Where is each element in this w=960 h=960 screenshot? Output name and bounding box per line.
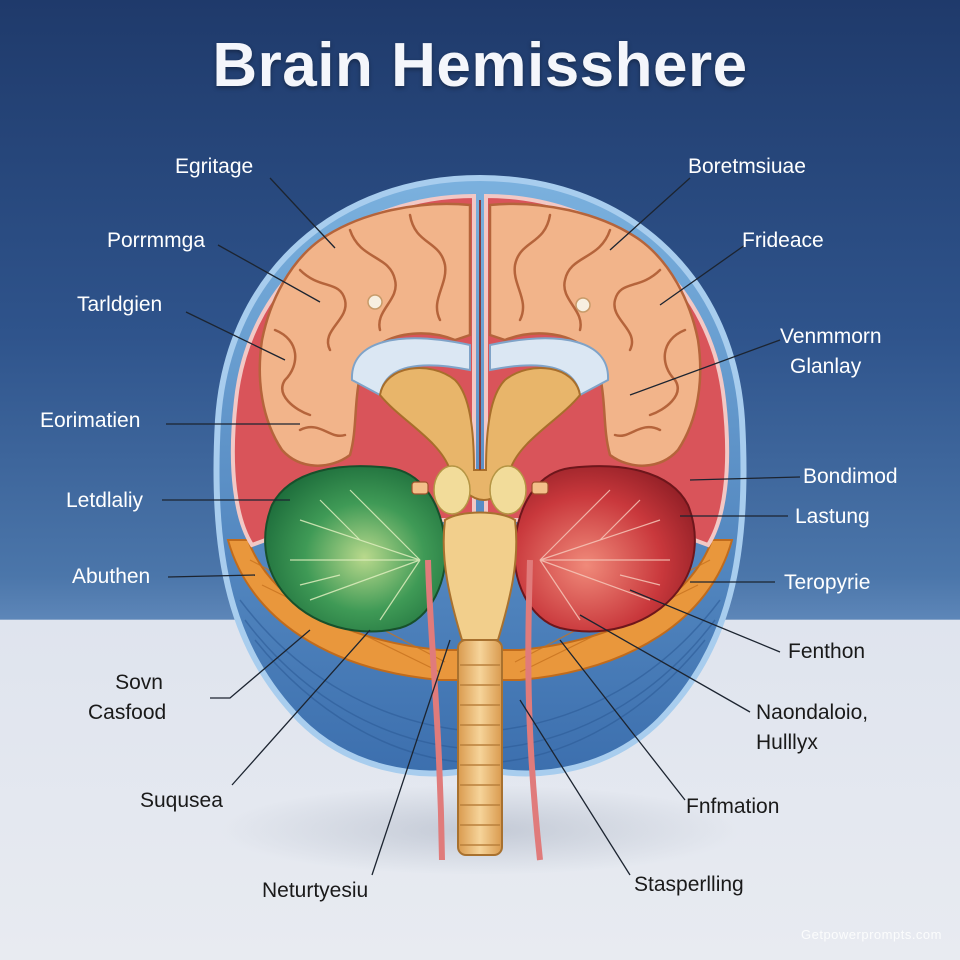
label-suqusea: Suqusea — [140, 789, 223, 812]
label-venmmorn: Venmmorn — [780, 325, 882, 348]
right-nucleus — [489, 465, 527, 515]
page-title: Brain Hemisshere — [212, 31, 748, 100]
orange-band — [226, 539, 734, 681]
label-egritage: Egritage — [175, 155, 254, 178]
brainstem-rings — [460, 664, 500, 846]
brainstem-column — [457, 639, 503, 856]
watermark: Getpowerprompts.com — [801, 927, 942, 942]
right-small-node — [531, 481, 549, 495]
label-fnfmation: Fnfmation — [686, 795, 780, 818]
label-letdlaliy: Letdlaliy — [66, 489, 144, 512]
label-casfood: Casfood — [88, 701, 167, 725]
label-stasperlling: Stasperlling — [634, 873, 744, 896]
label-boretmsiuae: Boretmsiuae — [688, 155, 806, 178]
label-bondimod: Bondimod — [803, 465, 898, 488]
label-sovn-casfood: Sovn Casfood — [88, 668, 167, 729]
left-vessel — [425, 559, 445, 861]
left-small-node — [411, 481, 429, 495]
label-lastung: Lastung — [795, 505, 870, 528]
right-highlight — [575, 297, 591, 313]
label-tarldgien: Tarldgien — [77, 293, 163, 316]
right-red-veins — [539, 489, 670, 621]
label-sovn: Sovn — [115, 671, 163, 694]
leader-lines — [162, 177, 801, 876]
label-hulllyx: Hulllyx — [756, 731, 818, 755]
label-porrmmga: Porrmmga — [107, 229, 206, 252]
label-glanlay: Glanlay — [790, 355, 862, 379]
label-frideace: Frideace — [742, 229, 824, 252]
label-naondaloio-hulllyx: Naondaloio, Hulllyx — [756, 698, 868, 759]
label-venmmorn-glanlay: Venmmorn Glanlay — [780, 322, 882, 383]
left-highlight — [367, 294, 383, 310]
right-gyri-lines — [513, 213, 687, 438]
label-neturtyesiu: Neturtyesiu — [262, 879, 369, 902]
left-nucleus — [433, 465, 471, 515]
label-abuthen: Abuthen — [72, 565, 151, 588]
label-naondaloio: Naondaloio, — [756, 701, 869, 724]
label-eorimatien: Eorimatien — [40, 409, 141, 432]
brainstem-upper — [442, 511, 518, 641]
label-fenthon: Fenthon — [788, 640, 866, 663]
label-teropyrie: Teropyrie — [784, 571, 871, 594]
right-vessel — [525, 559, 543, 861]
left-gyri-lines — [273, 213, 447, 438]
left-green-veins — [290, 489, 421, 621]
